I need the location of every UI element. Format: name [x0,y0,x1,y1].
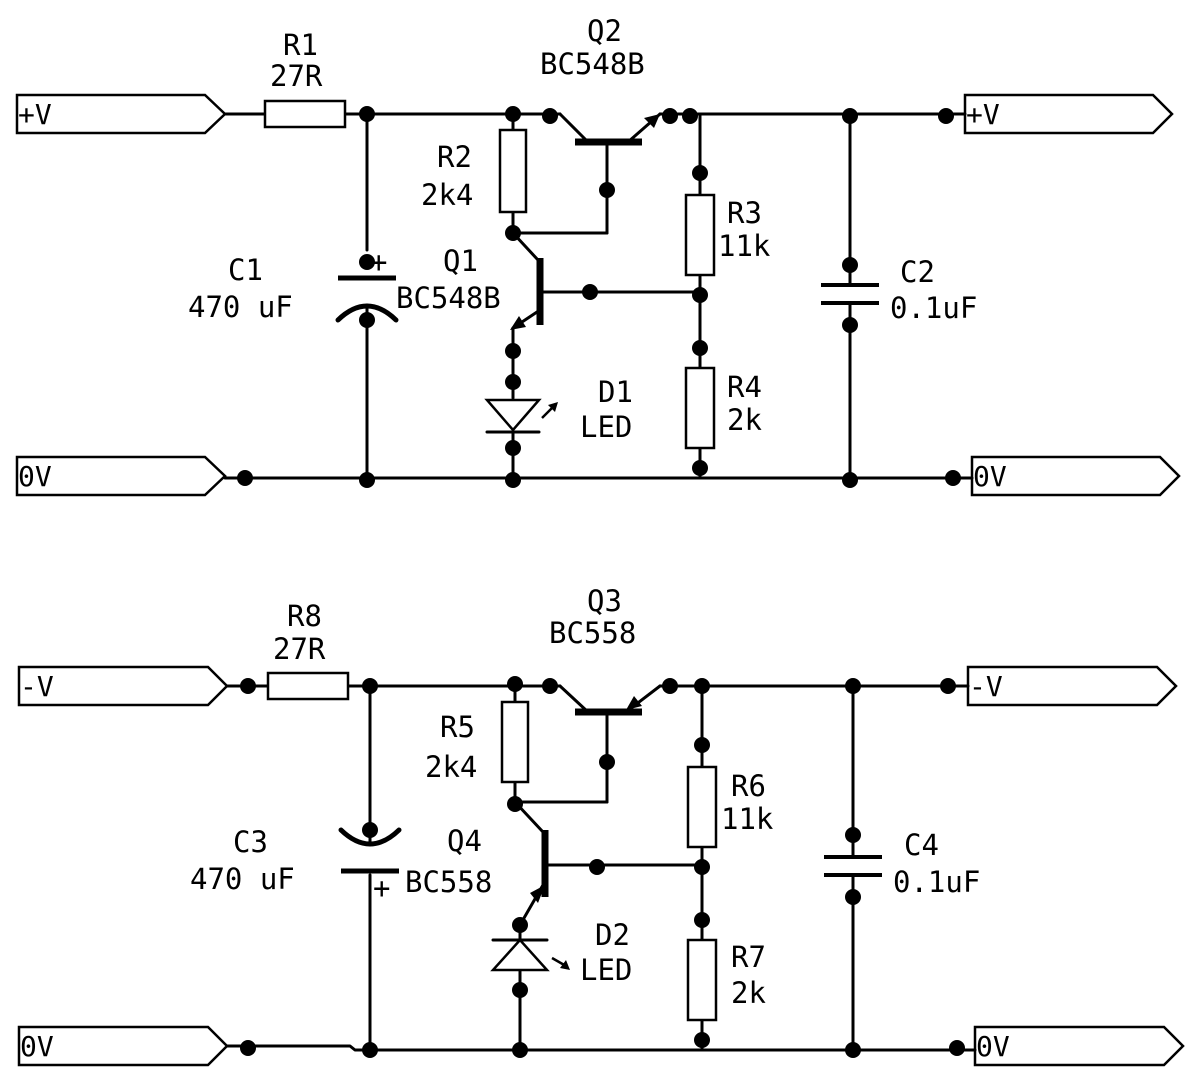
c2-value: 0.1uF [890,291,977,325]
port-pos-in: +V [15,93,227,135]
positive-regulator-circuit: +V +V 0V 0V [15,14,1181,497]
q4-ref: Q4 [447,824,482,858]
port-gnd-in-label: 0V [18,460,52,493]
port-neg-out: -V [966,665,1178,707]
r6-value: 11k [721,802,774,836]
junction-dots [240,676,965,1058]
r4-ref: R4 [727,370,762,404]
led-d1: D1 LED [484,375,633,444]
port-neg-out-label: -V [969,670,1003,703]
port-gnd-in: 0V [17,1025,229,1067]
port-gnd-out: 0V [973,1025,1185,1067]
r4-value: 2k [727,403,762,437]
port-gnd-out-label-b: 0V [976,1030,1010,1063]
port-gnd-out: 0V [970,455,1181,497]
r2-value: 2k4 [421,178,473,212]
c1-value: 470 uF [188,290,293,324]
c3-value: 470 uF [190,862,295,896]
q3-value: BC558 [549,616,636,650]
c3-ref: C3 [233,825,268,859]
resistor-r2: R2 2k4 [421,128,528,214]
q4-value: BC558 [405,865,492,899]
port-pos-out-label: +V [966,98,1000,131]
port-pos-in-label: +V [18,98,52,131]
q1-ref: Q1 [443,244,478,278]
resistor-r6: R6 11k [686,765,774,849]
r8-value: 27R [273,632,326,666]
port-gnd-out-label: 0V [973,460,1007,493]
d2-value: LED [580,953,632,987]
q3-ref: Q3 [587,584,622,618]
resistor-r4: R4 2k [684,366,762,450]
r5-value: 2k4 [425,750,477,784]
transistor-q4: Q4 BC558 [405,824,549,903]
r8-ref: R8 [287,599,322,633]
r7-value: 2k [731,976,766,1010]
r5-ref: R5 [440,710,475,744]
q1-value: BC548B [396,281,501,315]
c4-ref: C4 [904,828,939,862]
c4-value: 0.1uF [893,865,980,899]
d1-ref: D1 [598,375,633,409]
c2-ref: C2 [900,255,935,289]
resistor-r8: R8 27R [266,599,350,701]
port-gnd-in-label-b: 0V [20,1030,54,1063]
transistor-q2: Q2 BC548B [540,14,662,146]
resistor-r1: R1 27R [263,28,347,129]
r3-value: 11k [718,229,771,263]
d1-value: LED [580,410,632,444]
negative-regulator-circuit: -V -V 0V 0V [17,584,1185,1067]
r2-ref: R2 [437,140,472,174]
d2-ref: D2 [595,918,630,952]
transistor-q3: Q3 BC558 [549,584,662,716]
c1-ref: C1 [228,253,263,287]
resistor-r5: R5 2k4 [425,700,530,784]
led-d2: D2 LED [490,918,632,987]
port-neg-in-label: -V [20,670,54,703]
c1-polarity: + [370,245,387,279]
q2-ref: Q2 [587,14,622,48]
capacitor-c2: C2 0.1uF [821,255,977,325]
r1-ref: R1 [283,28,318,62]
transistor-q1: Q1 BC548B [396,244,544,330]
q2-value: BC548B [540,47,645,81]
port-gnd-in: 0V [15,455,227,497]
resistor-r3: R3 11k [684,193,771,277]
capacitor-c4: C4 0.1uF [824,828,980,899]
c3-polarity: + [373,871,390,905]
r1-value: 27R [270,59,323,93]
r7-ref: R7 [731,940,766,974]
port-pos-out: +V [963,93,1174,135]
capacitor-c1: + C1 470 uF [188,245,399,324]
port-neg-in: -V [17,665,229,707]
junction-dots [237,106,961,488]
capacitor-c3: + C3 470 uF [190,825,402,905]
r6-ref: R6 [731,769,766,803]
resistor-r7: R7 2k [686,938,766,1022]
r3-ref: R3 [727,196,762,230]
